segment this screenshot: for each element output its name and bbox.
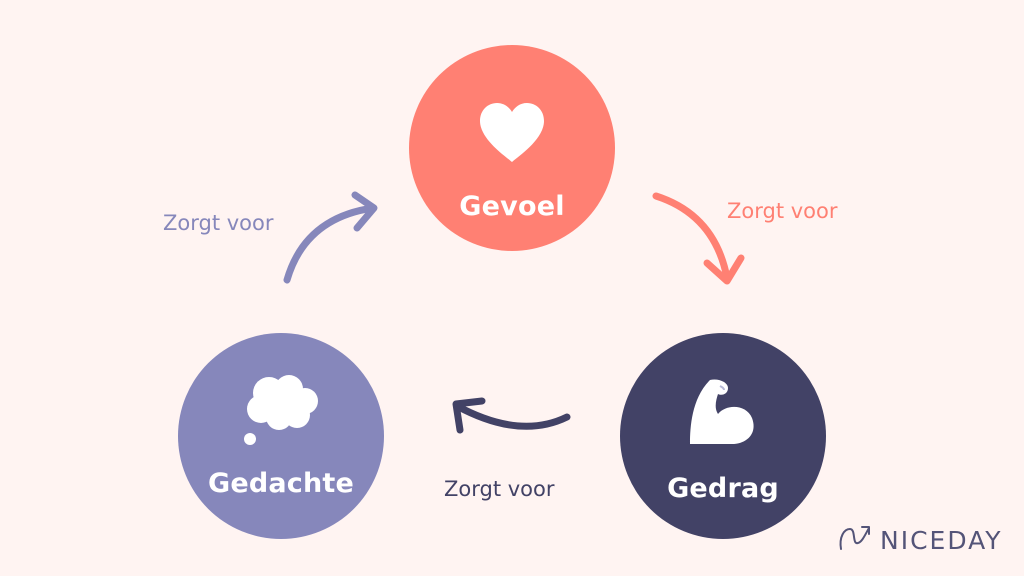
heart-icon (478, 102, 546, 169)
niceday-logo: NICEDAY (838, 522, 1003, 558)
arrow-gedrag-to-gedachte (452, 397, 571, 434)
thought-bubble-icon (241, 373, 321, 450)
node-label: Gevoel (459, 191, 565, 222)
flexed-bicep-icon (688, 378, 758, 455)
node-label: Gedrag (667, 473, 779, 504)
edge-label-gedrag-gedachte: Zorgt voor (444, 477, 555, 501)
arrow-gevoel-to-gedrag (652, 192, 745, 285)
edge-label-gedachte-gevoel: Zorgt voor (163, 211, 274, 235)
node-gevoel: Gevoel (409, 45, 615, 251)
node-gedachte: Gedachte (178, 333, 384, 539)
arrow-gedachte-to-gevoel (283, 191, 378, 284)
trend-arrow-icon (838, 523, 872, 558)
brand-name: NICEDAY (880, 525, 1003, 555)
node-gedrag: Gedrag (620, 333, 826, 539)
edge-label-gevoel-gedrag: Zorgt voor (727, 199, 838, 223)
node-label: Gedachte (207, 468, 355, 499)
